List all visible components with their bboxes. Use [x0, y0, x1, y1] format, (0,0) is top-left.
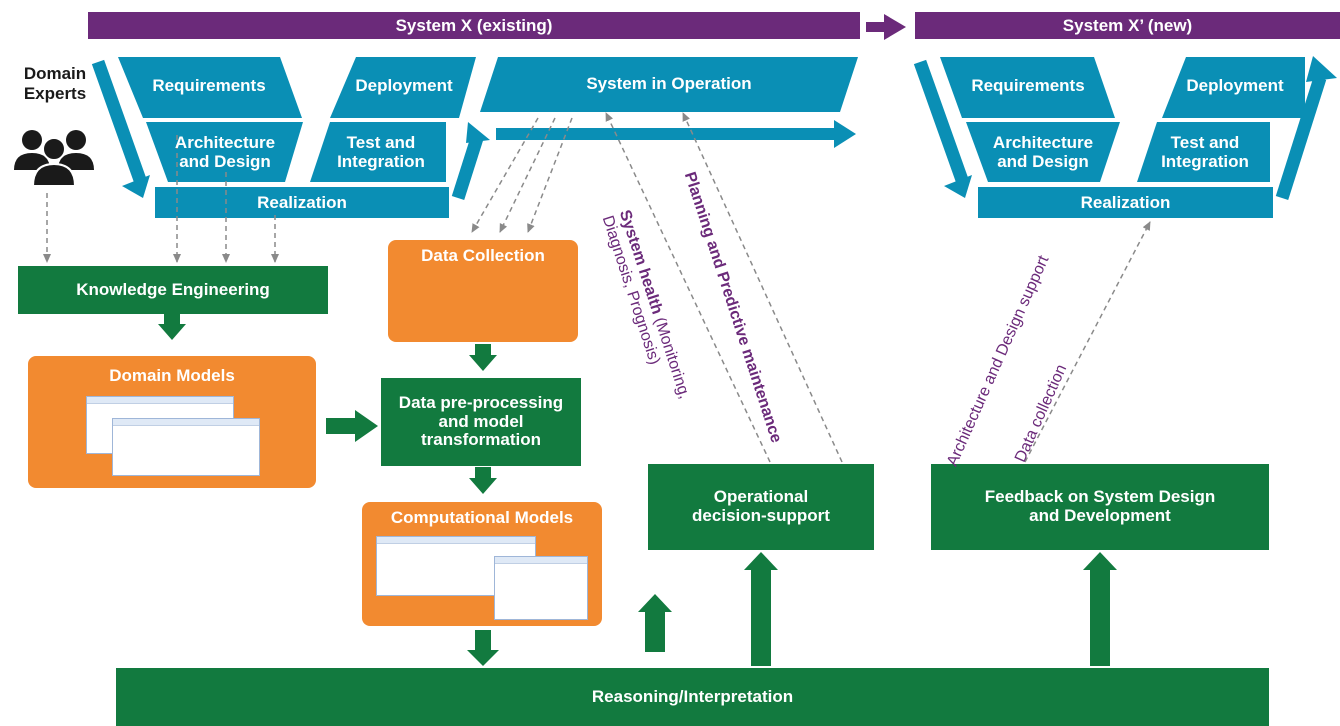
system-x-title: System X (existing) [395, 15, 553, 35]
computational-model-thumbnail [494, 556, 588, 620]
realization-shape [155, 187, 449, 218]
people-group-icon [14, 130, 94, 187]
requirements-label: Requirements [152, 76, 266, 96]
system-x-new-title-bar: System X’ (new) [915, 12, 1340, 39]
requirements-label-new: Requirements [971, 76, 1085, 96]
deployment-shape [330, 57, 476, 118]
architecture-shape [146, 122, 303, 182]
feedback-system-design-box: Feedback on System Design and Developmen… [931, 464, 1269, 550]
domain-models-box: Domain Models [28, 356, 316, 488]
domain-experts-label: Domain Experts [23, 64, 87, 103]
architecture-shape-new [966, 122, 1120, 182]
domain-model-thumbnail [112, 418, 260, 476]
system-in-operation-label: System in Operation [586, 74, 752, 94]
test-integration-shape [310, 122, 446, 182]
knowledge-engineering-box: Knowledge Engineering [18, 266, 328, 314]
reasoning-interpretation-bar: Reasoning/Interpretation [116, 668, 1269, 726]
operational-decision-support-box: Operational decision-support [648, 464, 874, 550]
deployment-label: Deployment [355, 76, 453, 96]
system-x-title-bar: System X (existing) [88, 12, 860, 39]
data-preprocessing-box: Data pre-processing and model transforma… [381, 378, 581, 466]
realization-label: Realization [257, 192, 347, 212]
test-integration-shape-new [1137, 122, 1270, 182]
computational-models-title: Computational Models [390, 508, 574, 527]
domain-models-title: Domain Models [109, 366, 235, 385]
deployment-shape-new [1162, 57, 1305, 118]
data-collection-title: Data Collection [421, 246, 545, 265]
system-in-operation-shape [480, 57, 858, 112]
computational-models-box: Computational Models [362, 502, 602, 626]
requirements-shape [118, 57, 302, 118]
realization-label-new: Realization [1080, 192, 1171, 212]
system-x-new-title: System X’ (new) [1062, 15, 1193, 35]
data-collection-box: Data Collection [388, 240, 578, 342]
realization-shape-new [978, 187, 1273, 218]
deployment-label-new: Deployment [1186, 76, 1284, 96]
requirements-shape-new [940, 57, 1115, 118]
